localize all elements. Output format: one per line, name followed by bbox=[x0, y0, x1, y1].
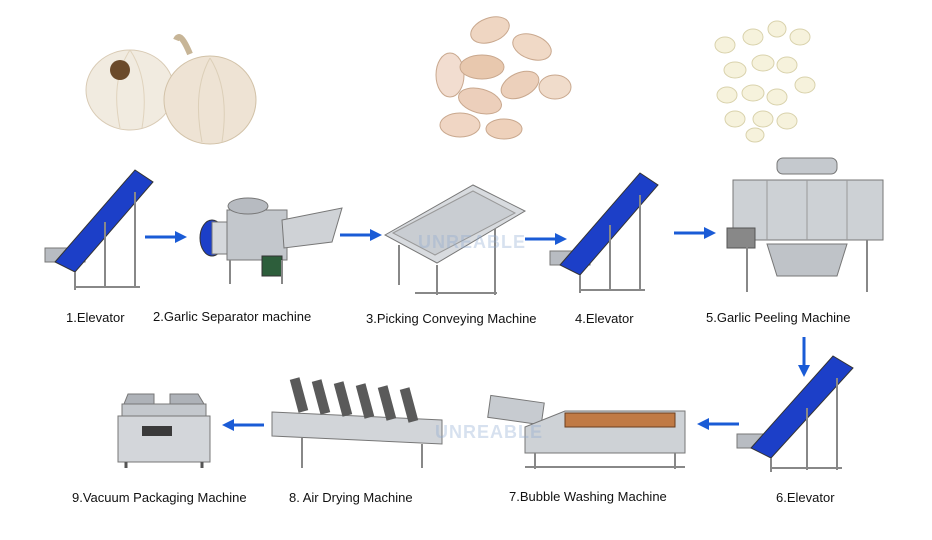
step-label-5: 5.Garlic Peeling Machine bbox=[706, 310, 851, 325]
elevator-machine-1 bbox=[44, 169, 154, 290]
elevator-machine-6 bbox=[736, 355, 854, 472]
watermark-logo-2: UNREABLE bbox=[435, 422, 544, 442]
flow-arrow-3 bbox=[525, 233, 567, 245]
peeled-garlic-image bbox=[714, 20, 816, 143]
bubble-washing-machine bbox=[487, 394, 686, 469]
flow-arrow-2 bbox=[340, 229, 382, 241]
garlic-cloves-image bbox=[435, 16, 572, 140]
flow-arrow-4 bbox=[674, 227, 716, 239]
step-label-1: 1.Elevator bbox=[66, 310, 125, 325]
step-label-2: 2.Garlic Separator machine bbox=[153, 309, 312, 324]
garlic-separator-machine bbox=[199, 197, 343, 284]
watermark-logo: UNREABLE bbox=[418, 232, 527, 252]
garlic-peeling-machine bbox=[726, 157, 884, 292]
step-label-4: 4.Elevator bbox=[575, 311, 634, 326]
flow-arrow-5 bbox=[798, 337, 810, 377]
step-label-7: 7.Bubble Washing Machine bbox=[509, 489, 667, 504]
elevator-machine-4 bbox=[549, 172, 659, 293]
flow-arrow-1 bbox=[145, 231, 187, 243]
step-label-6: 6.Elevator bbox=[776, 490, 835, 505]
garlic-bulb-image bbox=[85, 34, 257, 145]
air-drying-machine bbox=[271, 377, 443, 468]
step-label-9: 9.Vacuum Packaging Machine bbox=[72, 490, 247, 505]
vacuum-packaging-machine bbox=[117, 393, 211, 468]
step-label-3: 3.Picking Conveying Machine bbox=[366, 311, 537, 326]
picking-conveying-machine bbox=[383, 184, 527, 295]
step-label-8: 8. Air Drying Machine bbox=[289, 490, 413, 505]
flow-arrow-6 bbox=[697, 418, 739, 430]
flow-arrow-8 bbox=[222, 419, 264, 431]
